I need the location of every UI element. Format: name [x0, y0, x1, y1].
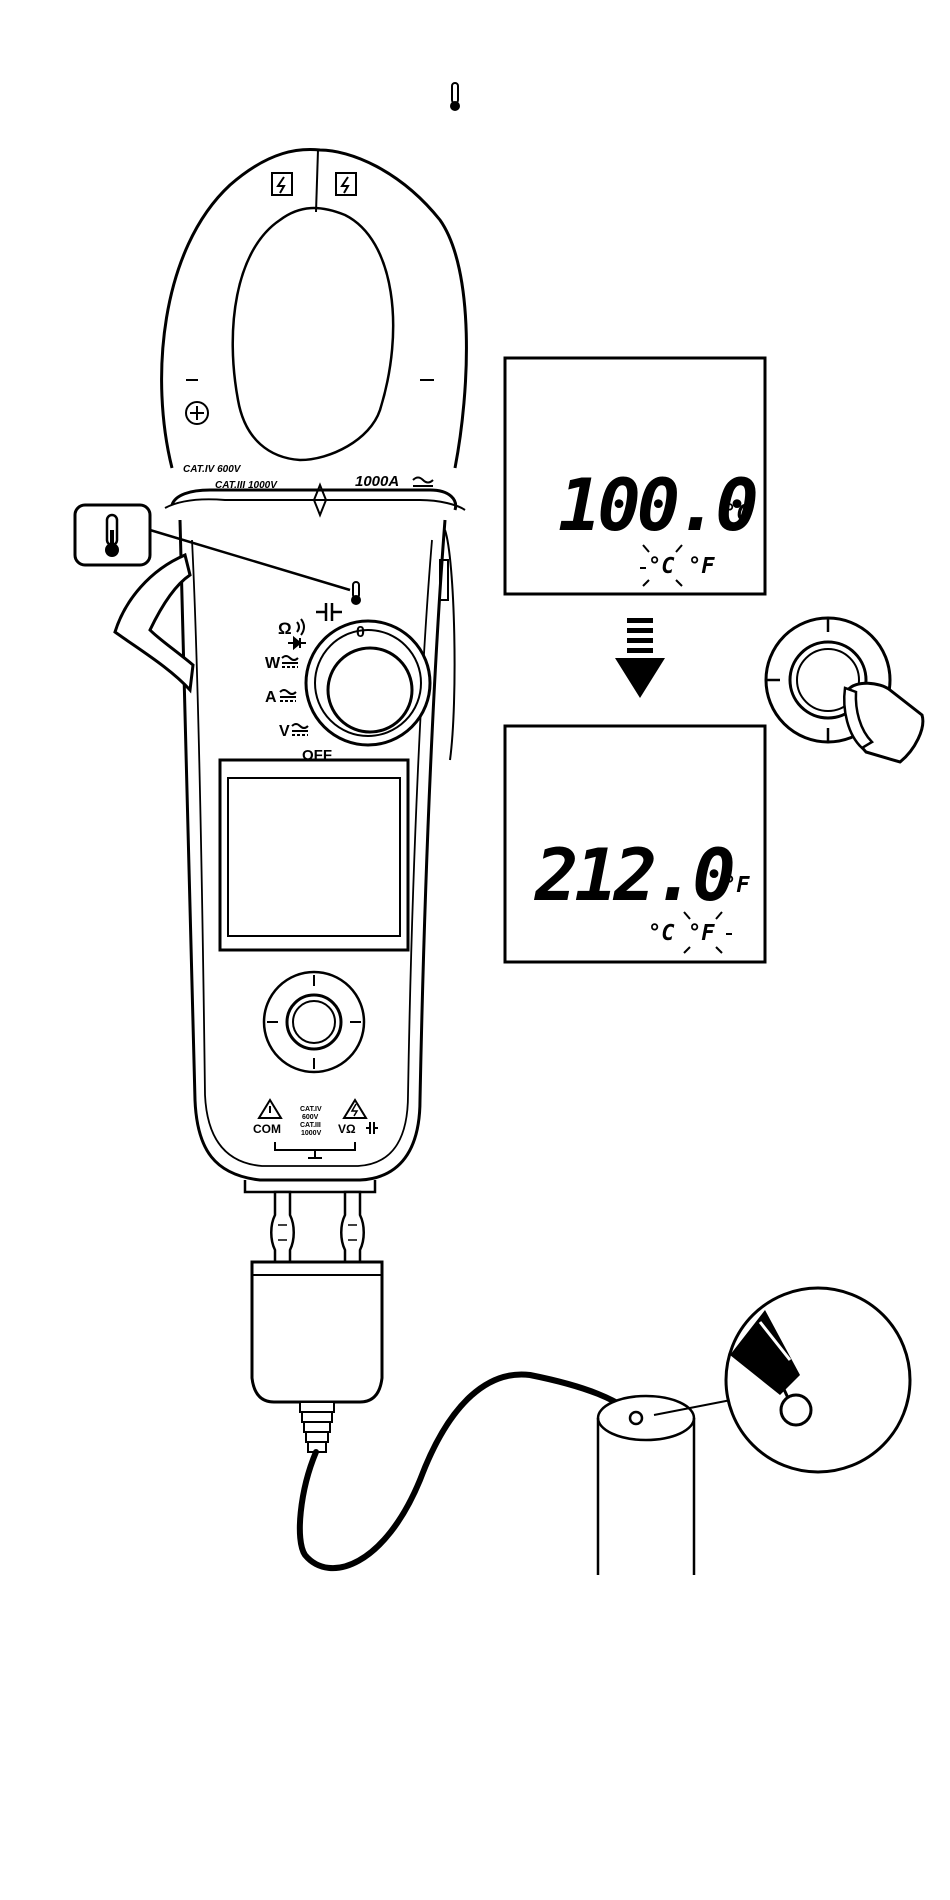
option-fahrenheit: °F: [688, 554, 715, 579]
warning-icon: [259, 1100, 281, 1118]
svg-text:CAT.IV: CAT.IV: [300, 1106, 322, 1113]
dial-label-ohm: Ω: [278, 619, 292, 638]
probe-tip-zoom: [654, 1288, 910, 1472]
terminal-cat-ratings: CAT.IV 600V CAT.III 1000V: [300, 1106, 322, 1137]
ac-dc-icon: [282, 656, 298, 667]
ac-dc-icon: [280, 690, 296, 701]
nav-button-pad[interactable]: [264, 972, 364, 1072]
display-fahrenheit: 212.0 °F °C °F: [505, 726, 765, 962]
lightning-icon: [336, 173, 356, 195]
meter-screen: [220, 760, 408, 950]
warning-icon: [344, 1100, 366, 1118]
thermometer-icon: [351, 582, 361, 605]
lightning-icon: [272, 173, 292, 195]
svg-text:1000V: 1000V: [301, 1130, 322, 1137]
probe-cable: [300, 1374, 636, 1568]
dial-label-amp: A: [265, 689, 277, 706]
ac-dc-icon: [413, 478, 433, 487]
thermometer-icon: [450, 83, 460, 111]
display-unit: °C: [723, 501, 750, 526]
arrow-down-icon: [615, 618, 665, 698]
current-rating: 1000A: [355, 473, 399, 490]
cable-strain-relief: [300, 1402, 334, 1452]
button-press-icon: [766, 618, 923, 762]
capacitor-icon: [366, 1122, 378, 1134]
diode-icon: [288, 638, 306, 648]
plus-icon: [186, 402, 208, 424]
test-plugs: [271, 1192, 364, 1262]
thermocouple-adapter: [252, 1262, 382, 1402]
cat-rating-1: CAT.IV 600V: [183, 464, 242, 475]
terminal-com-label: COM: [253, 1122, 281, 1136]
dial-label-volt: V: [279, 723, 290, 740]
option-celsius: °C: [648, 554, 675, 579]
svg-text:CAT.III: CAT.III: [300, 1122, 321, 1129]
display-unit: °F: [723, 873, 750, 898]
measured-object: [598, 1396, 694, 1575]
capacitor-icon: [316, 603, 342, 621]
clamp-jaw: [162, 149, 467, 468]
rotary-dial[interactable]: 0: [306, 621, 430, 745]
option-celsius: °C: [648, 921, 675, 946]
display-reading: 212.0: [533, 833, 733, 917]
continuity-icon: [297, 619, 304, 635]
callout-thermometer: [75, 505, 350, 590]
svg-text:600V: 600V: [302, 1114, 319, 1121]
display-celsius: 100.0 °C °C °F: [505, 358, 765, 594]
terminal-input-label: VΩ: [338, 1122, 356, 1136]
thermometer-icon: [105, 515, 119, 557]
ground-bracket: [275, 1142, 355, 1158]
ac-dc-icon: [292, 724, 308, 735]
dial-label-watt: W: [265, 655, 281, 672]
option-fahrenheit: °F: [688, 921, 715, 946]
dial-mark-zero: 0: [356, 624, 365, 641]
